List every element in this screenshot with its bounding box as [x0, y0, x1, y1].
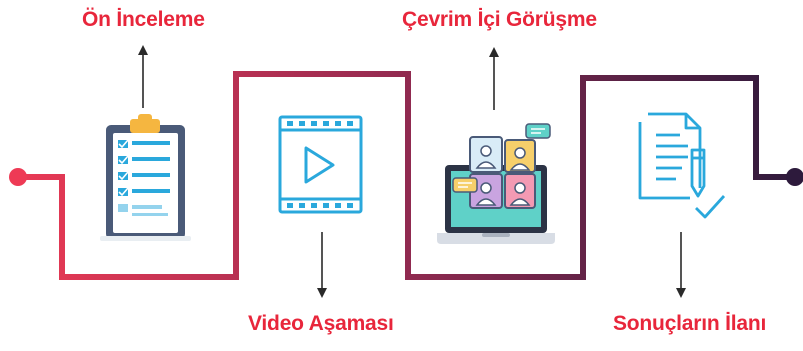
document-signature-icon [638, 112, 726, 219]
timeline-end-dot [786, 168, 803, 186]
step-label-4: Sonuçların İlanı [613, 312, 767, 335]
clipboard-checklist-icon [100, 114, 191, 241]
video-conference-laptop-icon [437, 123, 555, 244]
timeline-path [18, 71, 795, 280]
step-label-3: Çevrim İçi Görüşme [402, 8, 597, 31]
step-label-2: Video Aşaması [248, 312, 394, 335]
timeline-start-dot [9, 168, 27, 186]
video-play-icon [278, 115, 363, 214]
step-label-1: Ön İnceleme [82, 8, 205, 31]
